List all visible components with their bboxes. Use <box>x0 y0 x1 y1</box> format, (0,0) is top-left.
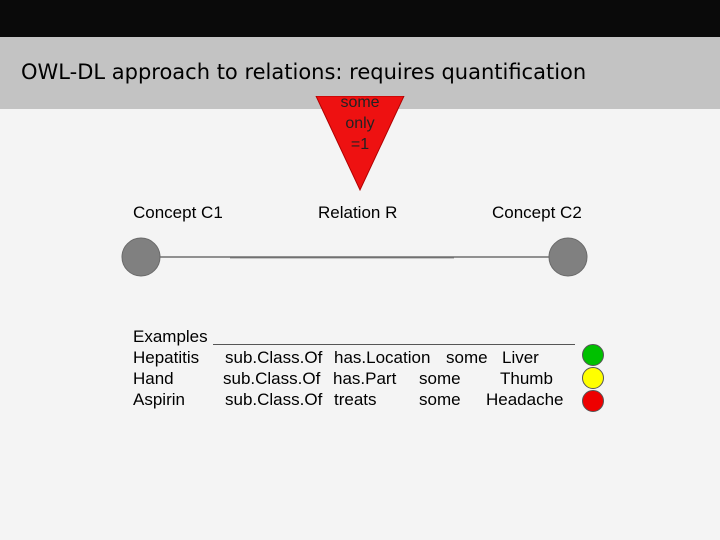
example-relation: sub.Class.Of <box>223 369 321 388</box>
concept-c2-node <box>548 237 588 277</box>
example-target: Headache <box>486 390 564 409</box>
triangle-shape <box>315 96 405 192</box>
example-target: Liver <box>502 348 539 367</box>
status-dot-red <box>582 390 604 412</box>
examples-heading: Examples <box>133 327 208 346</box>
slide-title: OWL-DL approach to relations: requires q… <box>21 60 587 84</box>
example-property: has.Part <box>333 369 397 388</box>
example-concept: Hand <box>133 369 174 388</box>
quantifier-exactly-one: =1 <box>350 136 370 153</box>
example-relation: sub.Class.Of <box>225 348 323 367</box>
example-property: has.Location <box>334 348 431 367</box>
example-property: treats <box>334 390 377 409</box>
status-dot-green <box>582 344 604 366</box>
example-concept: Aspirin <box>133 390 185 409</box>
status-dot-yellow <box>582 367 604 389</box>
example-quantifier: some <box>419 390 461 409</box>
example-quantifier: some <box>419 369 461 388</box>
relation-r-label: Relation R <box>318 203 398 222</box>
example-target: Thumb <box>500 369 553 388</box>
quantifier-triangle <box>314 96 406 192</box>
concept-c1-node <box>121 237 161 277</box>
quantifier-some: some <box>340 94 380 111</box>
top-bar <box>0 0 720 37</box>
relation-diagram <box>121 237 588 277</box>
concept-c1-label: Concept C1 <box>133 203 223 222</box>
example-quantifier: some <box>446 348 488 367</box>
examples-divider <box>213 344 575 345</box>
concept-c2-label: Concept C2 <box>492 203 582 222</box>
example-relation: sub.Class.Of <box>225 390 323 409</box>
quantifier-only: only <box>345 115 375 132</box>
example-concept: Hepatitis <box>133 348 200 367</box>
